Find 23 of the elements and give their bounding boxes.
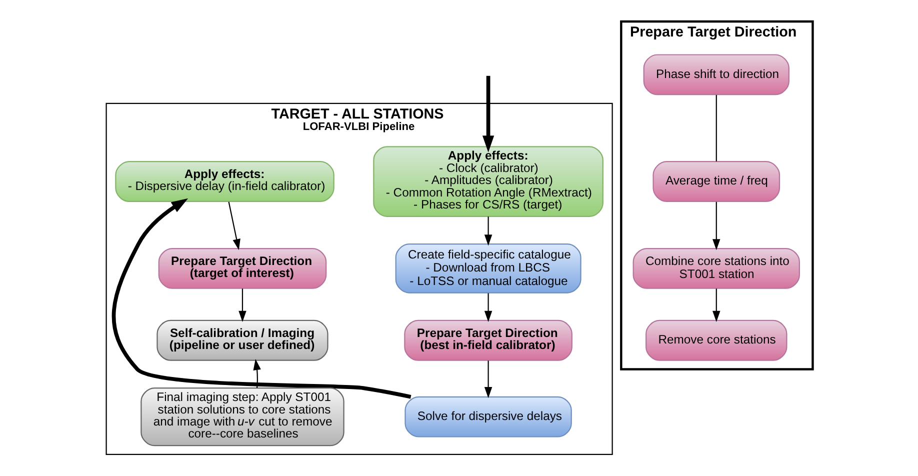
node-box: Combine core stations into ST001 station [632,248,800,289]
arrow [482,76,494,152]
connector [715,94,716,162]
node-box: Apply effects: - Clock (calibrator) - Amplitudes (calibrator) - Common Rotation Angle (RMextract) - Phases for CS/RS (target) [372,146,603,217]
arrow [484,293,492,322]
node-box: Remove core stations [645,320,787,361]
node-box: Solve for dispersive delays [404,396,572,438]
arrow [484,216,492,246]
arrow [228,202,240,250]
node-box: Prepare Target Direction (best in-field calibrator) [404,320,572,361]
node-box: Self-calibration / Imaging (pipeline or user defined) [156,320,328,361]
arrow [111,198,411,399]
arrow [712,288,720,322]
node-box: Prepare Target Direction (target of interest) [158,248,326,289]
node-box: Average time / freq [652,161,780,202]
arrow [252,358,260,388]
node-box: Apply effects: - Dispersive delay (in-field calibrator) [114,161,334,202]
node-box: Final imaging step: Apply ST001 station solutions to core stations and image with u-v cut to remove core--core baselines [140,387,344,446]
arrow [484,360,492,398]
node-box: Phase shift to direction [642,54,789,96]
arrow [712,202,720,250]
node-box: Create field-specific catalogue - Download from LBCS - LoTSS or manual catalogue [394,244,581,294]
arrow [238,288,246,322]
